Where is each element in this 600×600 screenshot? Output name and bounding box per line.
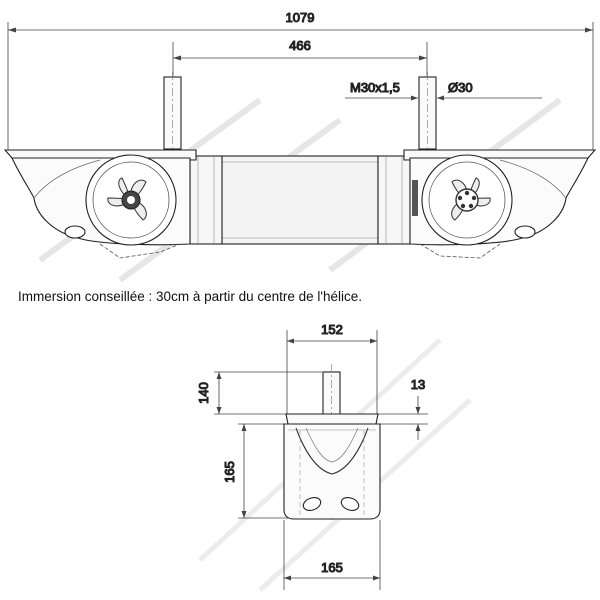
dim-body-height-label: 165 <box>222 461 237 483</box>
dim-width-bottom-label: 165 <box>321 560 343 575</box>
dim-shaft-spacing-label: 466 <box>289 38 311 53</box>
side-view: 152 140 13 165 <box>195 321 472 592</box>
side-scoop-left <box>302 497 322 511</box>
immersion-caption: Immersion conseillée : 30cm à partir du … <box>18 289 362 304</box>
dimension-body-height <box>238 423 288 519</box>
dimension-overall <box>7 22 594 152</box>
left-pod-scoop <box>64 225 86 239</box>
dim-width-top-label: 152 <box>321 322 343 337</box>
dimension-plate <box>375 396 428 440</box>
dimension-thread <box>345 95 542 101</box>
center-tube <box>221 155 379 245</box>
top-view: 1079 466 M30x1,5 Ø30 <box>3 9 597 283</box>
right-pod-scoop <box>514 225 536 239</box>
right-logo-strip <box>412 180 418 216</box>
right-collar <box>377 155 411 245</box>
dimension-shaft-spacing <box>172 42 428 76</box>
dim-diameter-label: Ø30 <box>448 80 473 95</box>
dim-thread-label: M30x1,5 <box>350 80 400 95</box>
dimension-shaft-height <box>214 371 322 415</box>
side-tunnel <box>295 427 369 475</box>
dimension-width-bottom <box>283 520 381 590</box>
dim-overall-label: 1079 <box>286 10 315 25</box>
side-shaft <box>322 371 341 417</box>
side-scoop-right <box>340 497 360 511</box>
dim-shaft-height-label: 140 <box>196 382 211 404</box>
dim-plate-label: 13 <box>411 377 425 392</box>
left-collar <box>189 155 223 245</box>
side-mounting-plate <box>285 413 379 425</box>
left-fin <box>99 243 181 259</box>
side-body <box>283 423 381 520</box>
dimension-width-top <box>286 330 378 420</box>
right-hub-bolts <box>457 190 477 209</box>
right-fin <box>419 243 501 259</box>
